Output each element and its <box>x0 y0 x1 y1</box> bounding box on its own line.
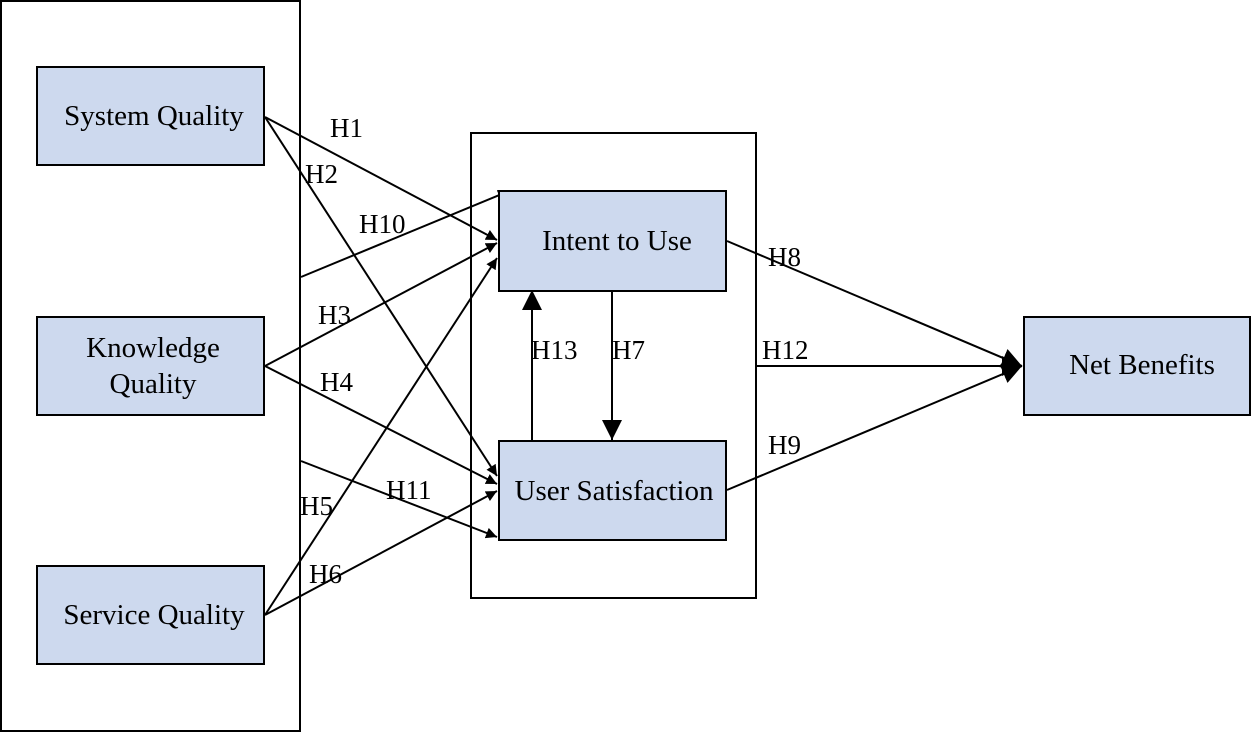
label-h11: H11 <box>386 475 432 505</box>
edge-h10 <box>300 190 510 278</box>
user-satisfaction-label: User Satisfaction <box>515 475 714 507</box>
edges <box>264 116 1023 616</box>
service-quality-label: Service Quality <box>63 599 245 631</box>
edge-h2 <box>264 116 498 477</box>
edge-h8 <box>726 240 1023 368</box>
node-system-quality: System Quality <box>36 66 265 166</box>
label-h7: H7 <box>612 335 645 365</box>
label-h4: H4 <box>320 367 353 397</box>
label-h9: H9 <box>768 430 801 460</box>
node-user-satisfaction: User Satisfaction <box>498 440 727 541</box>
edge-h9 <box>726 364 1023 491</box>
edge-h3 <box>264 242 498 367</box>
knowledge-quality-label-line2: Quality <box>110 368 197 400</box>
edge-h11 <box>300 460 498 539</box>
label-h10: H10 <box>359 209 406 239</box>
net-benefits-label: Net Benefits <box>1069 349 1215 381</box>
label-h1: H1 <box>330 113 363 143</box>
label-h8: H8 <box>768 242 801 272</box>
system-quality-label: System Quality <box>64 100 244 132</box>
knowledge-quality-label-line1: Knowledge <box>86 332 220 364</box>
node-service-quality: Service Quality <box>36 565 265 665</box>
label-h12: H12 <box>762 335 809 365</box>
label-h2: H2 <box>305 159 338 189</box>
node-knowledge-quality: Knowledge Quality <box>36 316 265 416</box>
edge-h4 <box>264 365 498 485</box>
edge-h6 <box>264 490 498 616</box>
quality-constructs-frame <box>0 0 301 732</box>
label-h6: H6 <box>309 559 342 589</box>
node-intent-to-use: Intent to Use <box>498 190 727 292</box>
intent-to-use-label: Intent to Use <box>542 225 692 257</box>
label-h13: H13 <box>531 335 578 365</box>
label-h3: H3 <box>318 300 351 330</box>
edge-h5 <box>264 257 498 616</box>
edge-h1 <box>264 116 498 241</box>
label-h5: H5 <box>300 491 333 521</box>
node-net-benefits: Net Benefits <box>1023 316 1251 416</box>
hypothesis-labels: H1 H2 H10 H3 H4 H11 H5 H6 H13 H7 H8 H12 … <box>300 113 809 589</box>
